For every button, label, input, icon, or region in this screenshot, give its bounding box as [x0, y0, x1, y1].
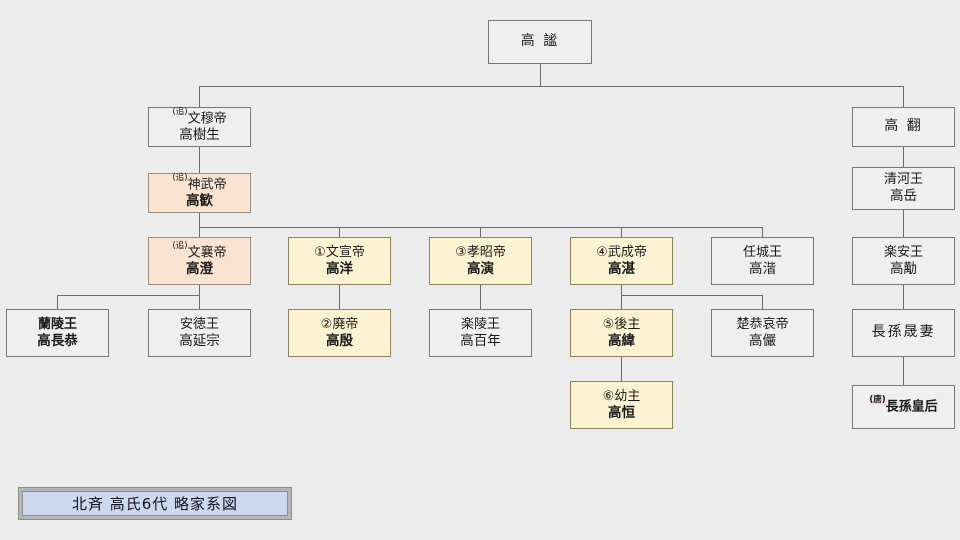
node-wenmu-di-gao-shusheng[interactable]: (追)文穆帝 高樹生: [148, 107, 251, 147]
node-wenxuan-di-line1: ①文宣帝: [314, 244, 365, 260]
node-xiaozhao-di-line1: ③孝昭帝: [455, 244, 506, 260]
posthumous-marker-icon: (追): [172, 173, 188, 184]
node-wenxuan-di-line2: 高洋: [326, 260, 353, 277]
node-feidi-line1: ②廃帝: [320, 316, 359, 332]
ordinal-4-icon: ④: [596, 244, 608, 260]
node-qinghe-wang-gao-yue[interactable]: 清河王 高岳: [852, 167, 955, 210]
connector-bunjo-bus: [57, 295, 199, 296]
ordinal-2-icon: ②: [320, 316, 333, 332]
node-shenwu-di-line2: 高歓: [186, 193, 213, 210]
ordinal-3-icon: ③: [455, 244, 467, 260]
connector-bunsen-haitei: [339, 285, 340, 309]
connector-bus-to-sokyo: [762, 295, 763, 309]
connector-bus-to-kosho: [480, 227, 481, 237]
node-lanling-wang-line1: 蘭陵王: [37, 316, 77, 332]
node-houzhu-line2: 高緯: [608, 332, 635, 349]
node-rencheng-wang-line1: 任城王: [742, 244, 782, 260]
node-shenwu-di-gao-huan[interactable]: (追)神武帝 高歓: [148, 173, 251, 213]
connector-root-bus: [199, 86, 903, 87]
node-wucheng-di-line1: ④武成帝: [596, 244, 647, 260]
connector-rakuan-chosonsai: [903, 285, 904, 309]
node-gao-fan-line1: 高 翻: [884, 118, 923, 135]
node-ande-wang-gao-yanzong[interactable]: 安徳王 高延宗: [148, 309, 251, 357]
connector-koshu-yoshu: [621, 357, 622, 381]
node-chugong-aidi-line2: 高儼: [749, 332, 776, 349]
tang-dynasty-marker-icon: (唐): [869, 395, 886, 406]
node-wucheng-di-gao-zhan[interactable]: ④武成帝 高湛: [570, 237, 673, 285]
chart-title-text: 北斉 高氏6代 略家系図: [22, 491, 288, 516]
node-wenmu-di-line1: (追)文穆帝: [172, 107, 227, 127]
node-anle-wang-gao-mai[interactable]: 楽安王 高勱: [852, 237, 955, 285]
connector-bunboku-shinbu: [199, 147, 200, 174]
node-xiaozhao-di-gao-yan[interactable]: ③孝昭帝 高演: [429, 237, 532, 285]
connector-bunjo-stem: [199, 285, 200, 295]
chart-title-plate: 北斉 高氏6代 略家系図: [18, 487, 292, 520]
node-rencheng-wang-line2: 高湝: [749, 260, 776, 277]
connector-bus-to-busei: [621, 227, 622, 237]
connector-seika-rakuan: [903, 210, 904, 237]
node-chugong-aidi-gao-yan[interactable]: 楚恭哀帝 高儼: [711, 309, 814, 357]
connector-busei-bus: [621, 295, 762, 296]
node-feidi-line2: 高殷: [326, 332, 353, 349]
node-qinghe-wang-line2: 高岳: [890, 188, 917, 205]
connector-bus-to-bunjo: [199, 227, 200, 237]
node-youzhu-gao-heng[interactable]: ⑥幼主 高恒: [570, 381, 673, 429]
connector-bus-to-bunsen: [339, 227, 340, 237]
node-qinghe-wang-line1: 清河王: [883, 172, 923, 188]
node-rencheng-wang-gao-jie[interactable]: 任城王 高湝: [711, 237, 814, 285]
node-wenmu-di-line2: 高樹生: [179, 127, 220, 144]
node-xiaozhao-di-line2: 高演: [467, 260, 494, 277]
posthumous-marker-icon: (追): [172, 107, 188, 118]
node-gao-mi-line1: 高 謐: [520, 33, 560, 50]
node-wucheng-di-line2: 高湛: [608, 260, 635, 277]
connector-shinbu-stem: [199, 213, 200, 227]
connector-kohon-seika: [903, 147, 904, 167]
node-wenxiang-di-gao-cheng[interactable]: (追)文襄帝 高澄: [148, 237, 251, 285]
connector-kosho-rakuryo: [480, 285, 481, 309]
connector-bus-to-ninjo: [762, 227, 763, 237]
node-lanling-wang-line2: 高長恭: [37, 332, 78, 349]
connector-root-to-left: [199, 86, 200, 108]
node-anle-wang-line1: 楽安王: [883, 244, 923, 260]
connector-root-stem: [540, 64, 541, 86]
connector-bus-to-ranryo: [57, 295, 58, 309]
connector-busei-stem: [621, 285, 622, 295]
node-gao-mi[interactable]: 高 謐: [488, 20, 592, 64]
connector-chosonsai-kogo: [903, 357, 904, 385]
node-ande-wang-line1: 安徳王: [179, 316, 219, 332]
node-youzhu-line1: ⑥幼主: [602, 388, 641, 404]
node-wenxiang-di-line2: 高澄: [186, 261, 213, 278]
ordinal-1-icon: ①: [314, 244, 326, 260]
connector-bus-to-antoku: [199, 295, 200, 309]
node-shenwu-di-line1: (追)神武帝: [172, 173, 227, 193]
node-yueling-wang-line2: 高百年: [460, 332, 501, 349]
node-yueling-wang-line1: 楽陵王: [460, 316, 500, 332]
node-anle-wang-line2: 高勱: [890, 260, 917, 277]
ordinal-5-icon: ⑤: [602, 316, 615, 332]
node-ande-wang-line2: 高延宗: [179, 332, 220, 349]
ordinal-6-icon: ⑥: [602, 388, 615, 404]
node-zhangsun-sheng-wife[interactable]: 長孫晟妻: [852, 309, 955, 357]
posthumous-marker-icon: (追): [172, 241, 188, 252]
node-empress-zhangsun[interactable]: (唐)長孫皇后: [852, 385, 955, 429]
node-wenxiang-di-line1: (追)文襄帝: [172, 241, 227, 261]
node-lanling-wang-gao-changgong[interactable]: 蘭陵王 高長恭: [6, 309, 109, 357]
node-gao-fan[interactable]: 高 翻: [852, 107, 955, 147]
node-empress-zhangsun-line1: (唐)長孫皇后: [869, 395, 938, 415]
node-yueling-wang-gao-bainian[interactable]: 楽陵王 高百年: [429, 309, 532, 357]
node-chugong-aidi-line1: 楚恭哀帝: [736, 316, 789, 332]
node-feidi-gao-yin[interactable]: ②廃帝 高殷: [288, 309, 391, 357]
node-wenxuan-di-gao-yang[interactable]: ①文宣帝 高洋: [288, 237, 391, 285]
node-houzhu-line1: ⑤後主: [602, 316, 641, 332]
connector-bus-to-koshu: [621, 295, 622, 309]
node-youzhu-line2: 高恒: [608, 404, 635, 421]
node-houzhu-gao-wei[interactable]: ⑤後主 高緯: [570, 309, 673, 357]
connector-root-to-right: [903, 86, 904, 108]
node-zhangsun-sheng-wife-line1: 長孫晟妻: [871, 324, 936, 341]
